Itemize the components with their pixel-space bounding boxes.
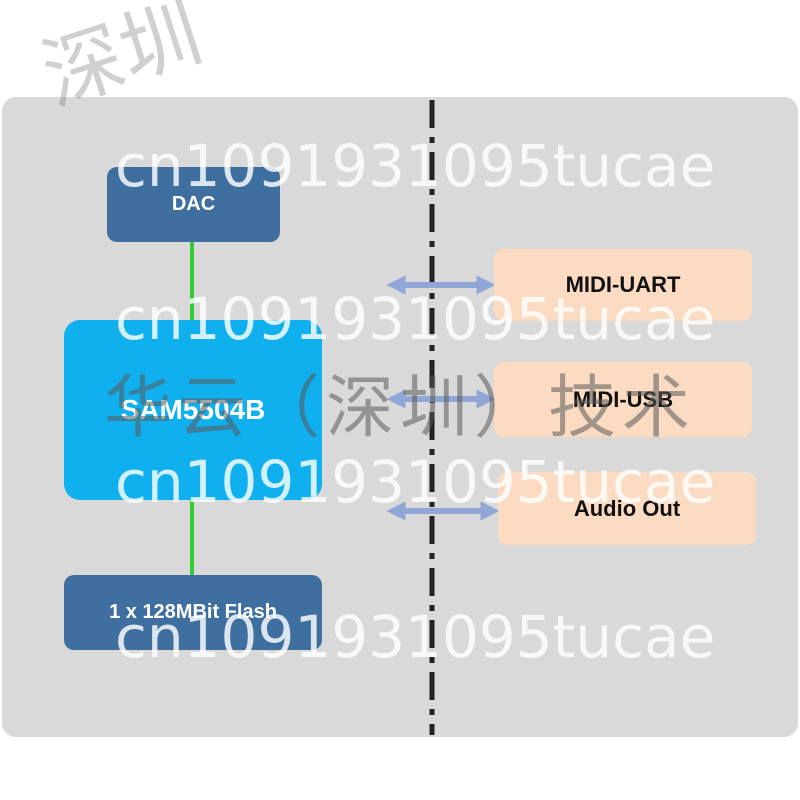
flash-block: 1 x 128MBit Flash: [64, 575, 322, 650]
audio-out-block: Audio Out: [498, 472, 756, 545]
midi-usb-block: MIDI-USB: [494, 362, 752, 437]
midi-uart-block: MIDI-UART: [494, 249, 752, 321]
sam5504b-block: SAM5504B: [64, 320, 322, 500]
dac-block: DAC: [107, 167, 280, 242]
